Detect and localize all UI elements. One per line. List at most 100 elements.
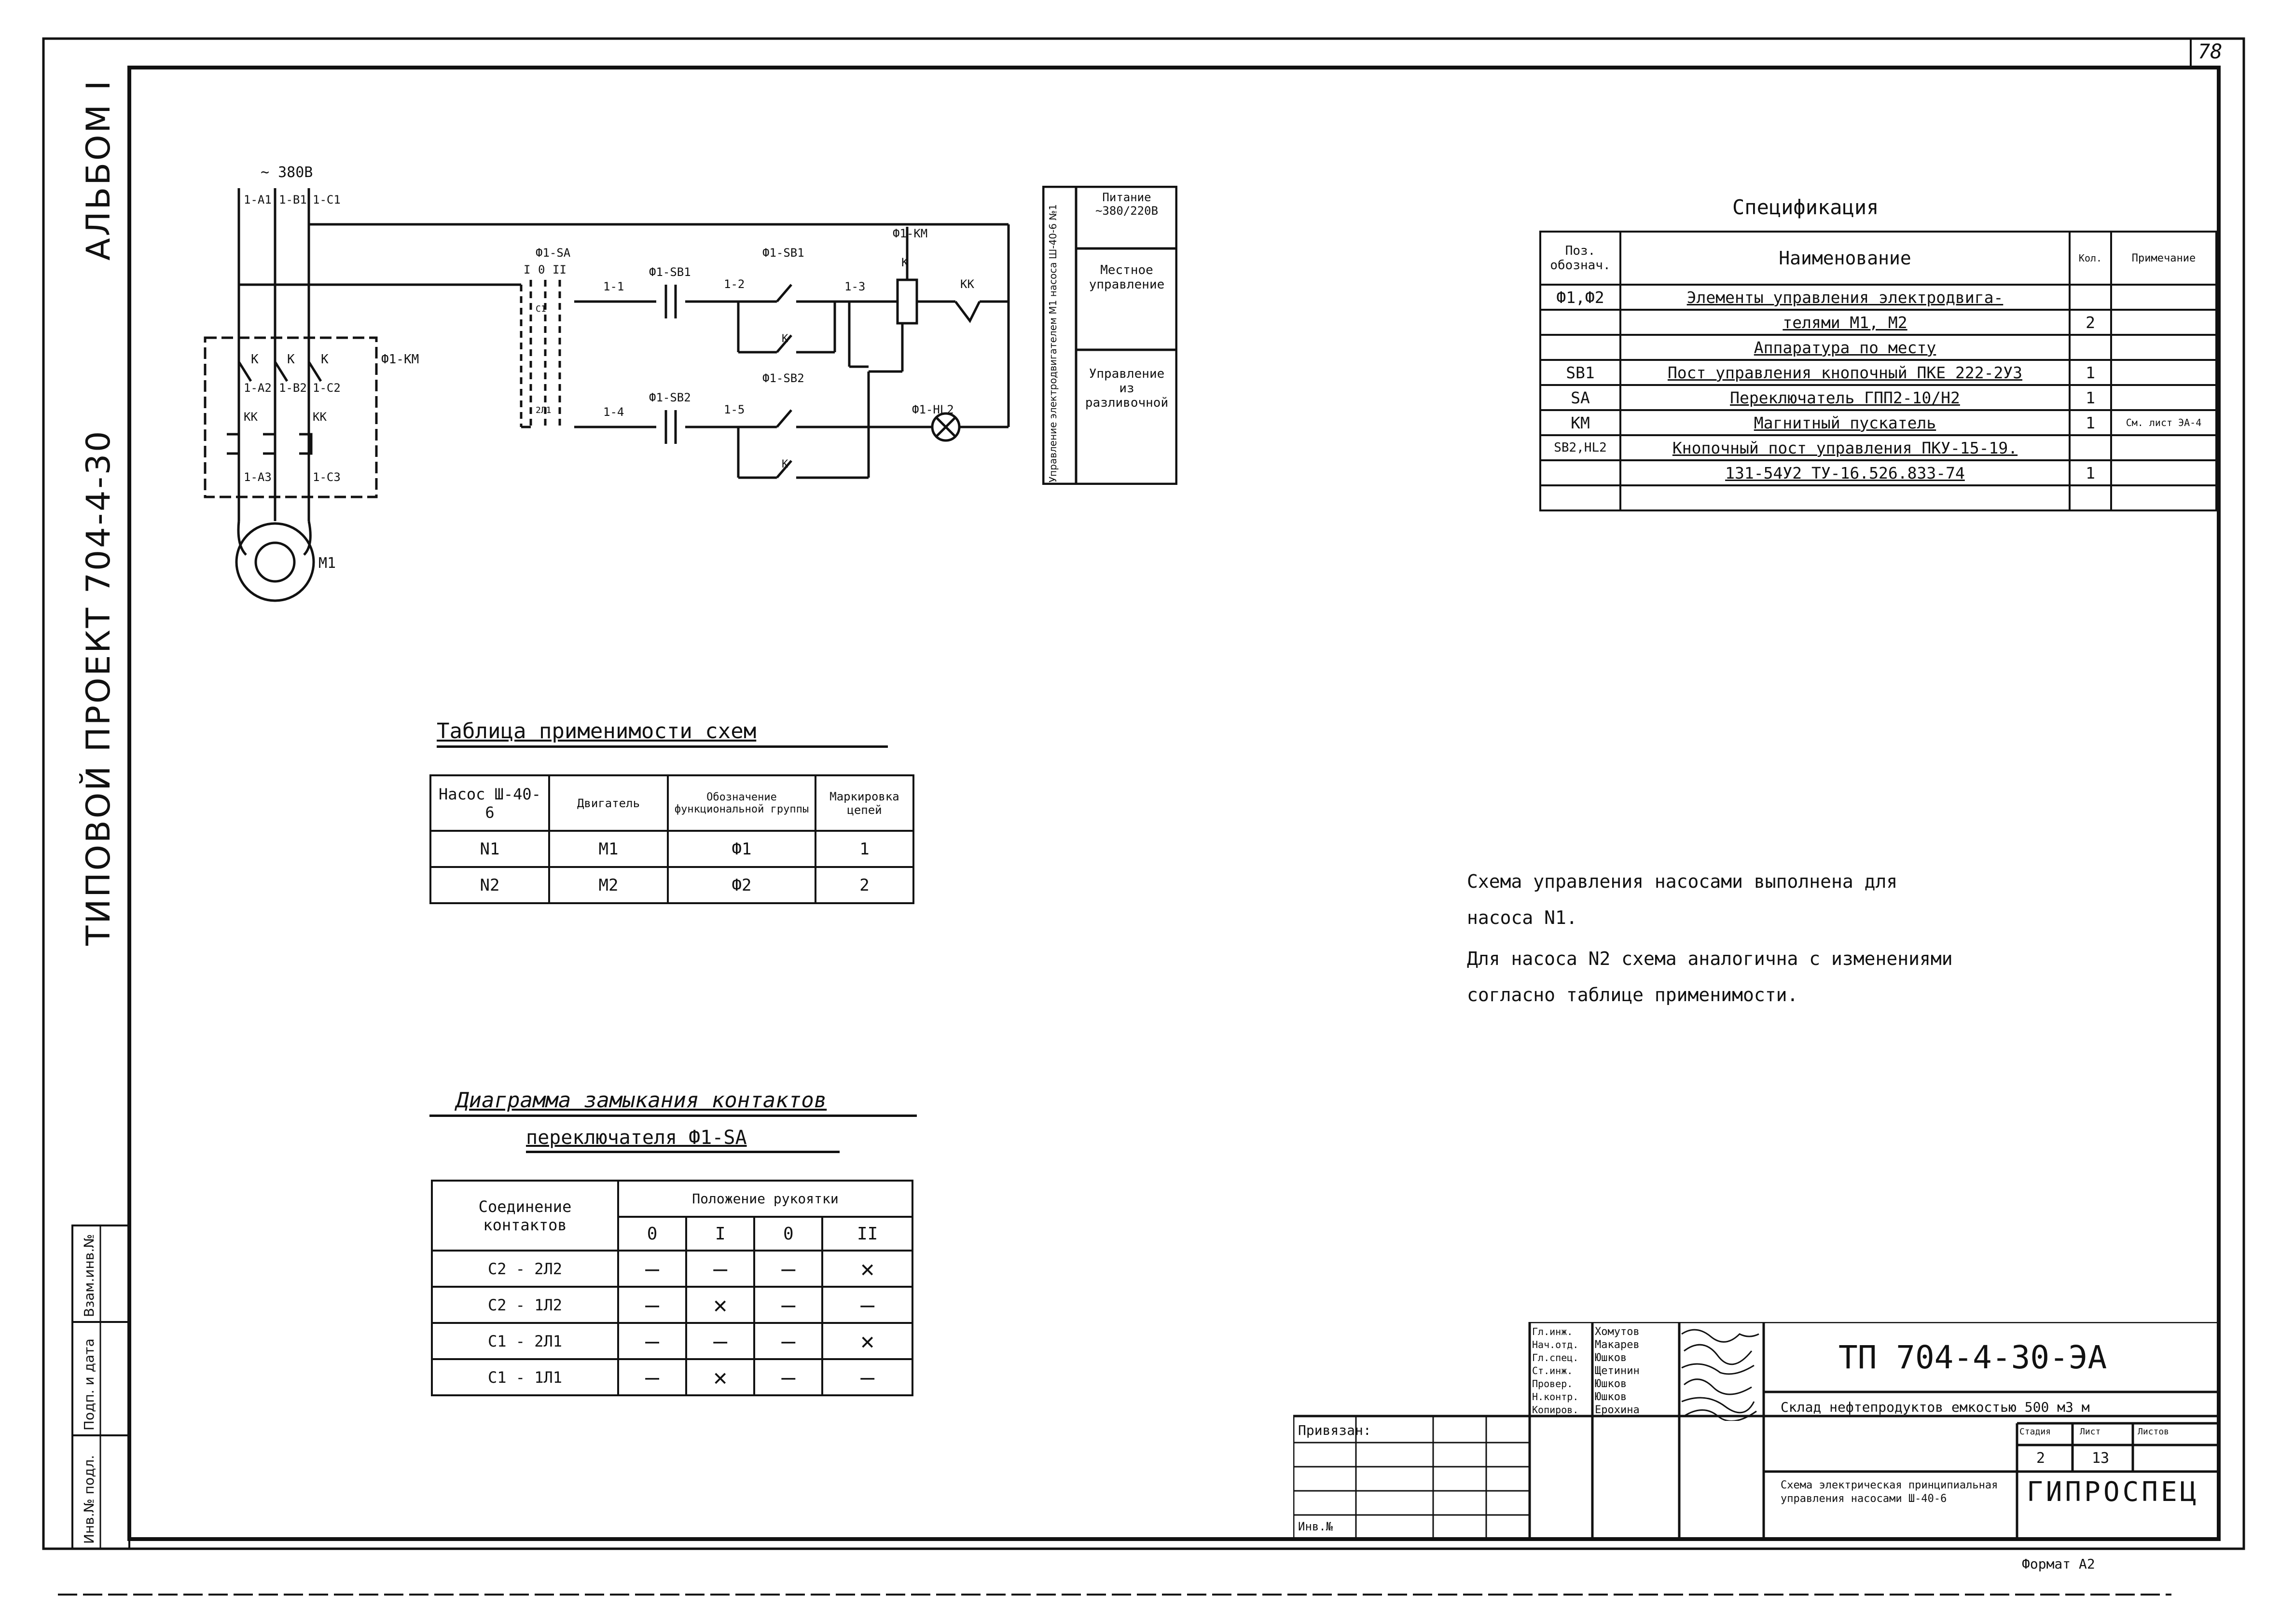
sheet-number: 78	[2198, 40, 2223, 63]
applicability-table: Насос Ш-40-6 Двигатель Обозначение функц…	[429, 774, 914, 904]
contact-h-pos: Положение рукоятки	[617, 1180, 913, 1218]
app-cell: 1	[815, 830, 914, 868]
role-4: Ст.инж.	[1532, 1365, 1573, 1376]
contact-title-2: переключателя Ф1-SA	[526, 1127, 747, 1149]
branch1-k: К	[782, 333, 788, 345]
role-2: Нач.отд.	[1532, 1339, 1579, 1350]
role-7: Копиров.	[1532, 1404, 1579, 1416]
app-cell: 2	[815, 866, 914, 904]
role-1: Гл.инж.	[1532, 1326, 1573, 1337]
stamp-sheet: 2	[2036, 1450, 2045, 1467]
spec-cell: 131-54У2 ТУ-16.526.833-74	[1619, 459, 2071, 486]
contact-h-conn: Соединение контактов	[431, 1180, 619, 1252]
km-coil-label: Ф1-КМ	[893, 227, 928, 240]
stamp-sheets-h: Листов	[2138, 1427, 2169, 1437]
name-6: Юшков	[1595, 1391, 1627, 1403]
contact-cell: —	[617, 1286, 688, 1324]
spec-title: Спецификация	[1732, 195, 1879, 219]
spec-cell: Аппаратура по месту	[1619, 334, 2071, 361]
spec-cell: SB1	[1539, 359, 1621, 386]
name-2: Макарев	[1595, 1339, 1640, 1351]
name-7: Ерохина	[1595, 1404, 1640, 1416]
fb-remote: Управление из разливочной	[1085, 367, 1169, 410]
stamp-privyaz: Привязан:	[1298, 1422, 1371, 1438]
phase-b1: 1-B1	[279, 193, 307, 206]
spec-cell	[1539, 309, 1621, 336]
spec-cell	[1539, 334, 1621, 361]
name-4: Щетинин	[1595, 1365, 1640, 1377]
spec-cell: 1	[2069, 359, 2112, 386]
phase-c2: 1-C2	[313, 381, 341, 395]
contact-cell: —	[821, 1358, 913, 1396]
contact-title-1: Диаграмма замыкания контактов	[456, 1088, 827, 1113]
spec-cell: 1	[2069, 384, 2112, 411]
contact-cell: —	[617, 1358, 688, 1396]
node-1-5: 1-5	[724, 403, 745, 416]
branch2-k: К	[782, 458, 788, 470]
app-cell: М1	[548, 830, 669, 868]
app-h-pump: Насос Ш-40-6	[429, 774, 550, 832]
stamp-format: Формат А2	[2022, 1556, 2095, 1572]
contact-cell: —	[753, 1250, 824, 1288]
spec-cell	[2110, 459, 2217, 486]
spec-cell: КМ	[1539, 409, 1621, 436]
node-1-3: 1-3	[844, 280, 866, 293]
contact-name: С1 - 1Л1	[431, 1358, 619, 1396]
name-1: Хомутов	[1595, 1326, 1640, 1338]
stamp-org: ГИПРОСПЕЦ	[2027, 1476, 2199, 1508]
signatures	[1681, 1329, 1759, 1421]
spec-cell	[2110, 359, 2217, 386]
sa-contact-2l1: 2Л1	[536, 405, 552, 415]
spec-cell	[2069, 434, 2112, 461]
note-line-3: Для насоса N2 схема аналогична с изменен…	[1467, 948, 1953, 969]
contact-diagram-table: Соединение контактов Положение рукоятки …	[431, 1180, 913, 1396]
contact-cell: —	[753, 1358, 824, 1396]
spec-cell: Пост управления кнопочный ПКЕ 222-2У3	[1619, 359, 2071, 386]
contact-row: С1 - 1Л1—✕——	[431, 1358, 913, 1396]
spec-cell	[2110, 434, 2217, 461]
function-title: Управление электродвигателем М1 насоса Ш…	[1047, 204, 1059, 482]
node-1-2: 1-2	[724, 277, 745, 291]
sa-pos-1: I	[524, 263, 531, 276]
contact-row: С2 - 2Л2———✕	[431, 1250, 913, 1288]
phase-a3: 1-A3	[244, 470, 272, 484]
note-line-4: согласно таблице применимости.	[1467, 984, 1798, 1005]
spec-cell	[2110, 284, 2217, 311]
contact-cell: ✕	[685, 1358, 756, 1396]
spec-cell: Магнитный пускатель	[1619, 409, 2071, 436]
contact-cell: —	[617, 1322, 688, 1360]
spec-cell: Кнопочный пост управления ПКУ-15-19.	[1619, 434, 2071, 461]
sb1b-label: Ф1-SB1	[762, 246, 804, 260]
kk-coil-label: КК	[960, 277, 974, 291]
app-h-marking: Маркировка цепей	[815, 774, 914, 832]
app-cell: Ф1	[667, 830, 816, 868]
name-3: Юшков	[1595, 1352, 1627, 1364]
contact-name: С1 - 2Л1	[431, 1322, 619, 1360]
motor-label: М1	[318, 555, 336, 572]
spec-cell: Переключатель ГПП2-10/Н2	[1619, 384, 2071, 411]
sa-label: Ф1-SA	[536, 246, 571, 260]
spec-cell: 1	[2069, 409, 2112, 436]
spec-cell	[2069, 484, 2112, 511]
app-cell: Ф2	[667, 866, 816, 904]
spec-row	[1539, 484, 2217, 511]
pos-1: I	[685, 1216, 756, 1252]
spec-h-name: Наименование	[1619, 231, 2071, 286]
app-h-group: Обозначение функциональной группы	[667, 774, 816, 832]
phase-b2: 1-B2	[279, 381, 307, 395]
pos-2: II	[821, 1216, 913, 1252]
node-1-1: 1-1	[603, 280, 624, 293]
km-main-label: Ф1-КМ	[381, 352, 419, 367]
contact-cell: —	[685, 1250, 756, 1288]
kk-label-a: КК	[244, 410, 258, 424]
app-cell: М2	[548, 866, 669, 904]
sb2-label: Ф1-SB2	[649, 391, 691, 404]
spec-h-pos: Поз. обознач.	[1539, 231, 1621, 286]
spec-cell	[2110, 484, 2217, 511]
pos-0a: 0	[617, 1216, 688, 1252]
